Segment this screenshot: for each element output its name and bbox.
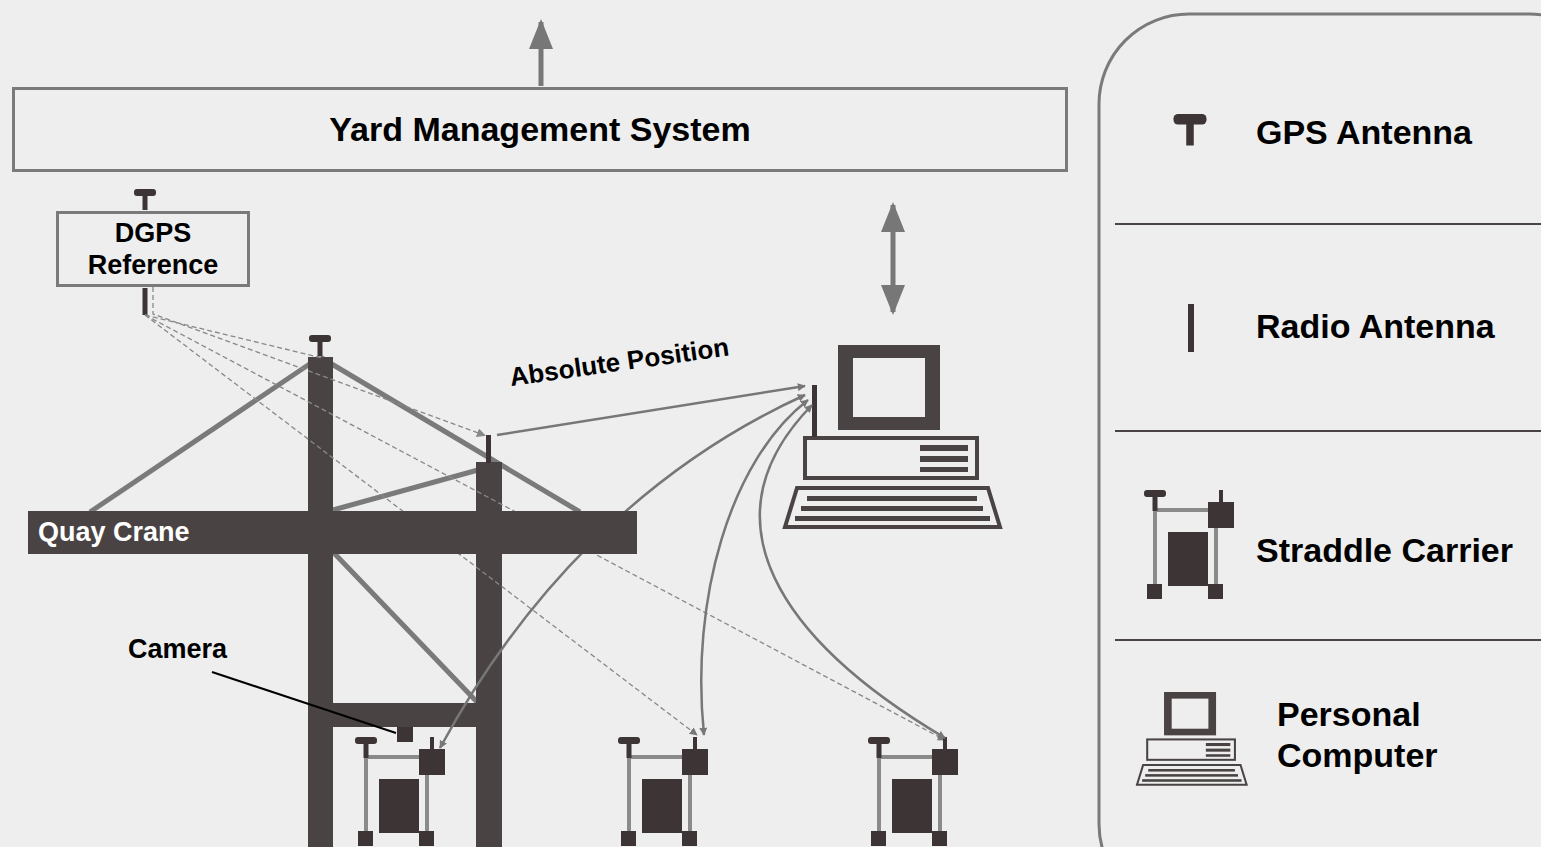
legend-panel	[1099, 14, 1541, 847]
radio-link	[440, 395, 805, 748]
camera-symbol	[397, 727, 413, 742]
straddle-carrier	[618, 737, 708, 846]
callout-label: Camera	[128, 634, 227, 665]
personal-computer	[785, 345, 1000, 527]
legend-text: Straddle Carrier	[1256, 530, 1513, 571]
radio-antenna	[143, 288, 148, 315]
dgps-link	[145, 315, 322, 358]
radio-link	[701, 400, 808, 735]
uplink-arrow	[539, 22, 544, 86]
gps-antenna	[134, 189, 156, 210]
node-text: Yard Management System	[329, 109, 750, 150]
reference-box: DGPS Reference	[56, 211, 250, 287]
legend-text: Radio Antenna	[1256, 306, 1495, 347]
edge-label: Absolute Position	[508, 332, 731, 393]
radio-antenna	[812, 385, 817, 437]
broadcast-connector	[153, 287, 485, 436]
pc-link-arrow	[891, 205, 896, 312]
node-text: Quay Crane	[38, 516, 190, 548]
node-text: DGPS Reference	[59, 217, 247, 282]
radio-link	[760, 405, 945, 738]
position-arrow	[497, 386, 805, 435]
crane-band: Quay Crane	[28, 511, 637, 554]
legend-text: GPS Antenna	[1256, 112, 1472, 153]
straddle-carrier	[355, 737, 445, 846]
straddle-carrier	[868, 737, 958, 846]
quay-crane	[90, 335, 580, 847]
legend-text: Personal Computer	[1277, 694, 1507, 776]
leader-line	[212, 672, 396, 733]
system-box: Yard Management System	[12, 87, 1068, 172]
